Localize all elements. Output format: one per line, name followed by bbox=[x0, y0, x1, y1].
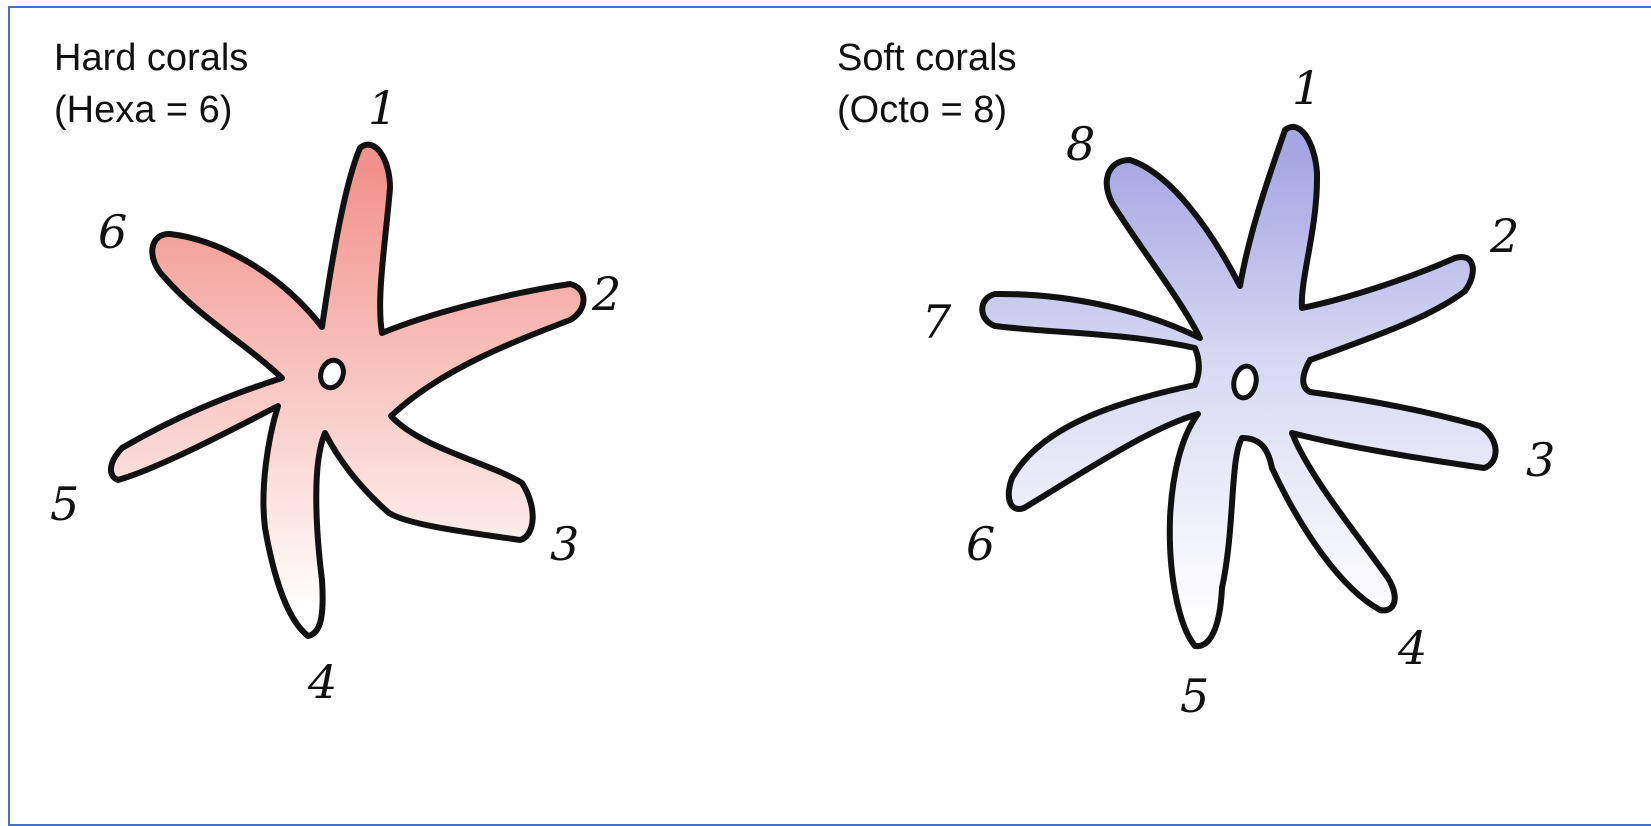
hard-tentacle-number-1: 1 bbox=[368, 81, 397, 135]
soft-coral-polyp bbox=[982, 127, 1495, 646]
hard-coral-polyp bbox=[111, 145, 584, 636]
soft-tentacle-number-1: 1 bbox=[1292, 61, 1321, 115]
hard-tentacle-number-2: 2 bbox=[591, 267, 621, 321]
soft-tentacle-number-7: 7 bbox=[922, 295, 952, 349]
soft-tentacle-number-8: 8 bbox=[1066, 117, 1095, 171]
coral-polyp-diagrams: 1 2 3 4 5 6 1 2 3 4 5 6 7 8 bbox=[10, 8, 1650, 818]
soft-tentacle-number-5: 5 bbox=[1180, 669, 1209, 723]
hard-tentacle-number-3: 3 bbox=[550, 517, 579, 571]
soft-tentacle-number-4: 4 bbox=[1397, 621, 1427, 675]
hard-coral-body bbox=[111, 145, 584, 636]
hard-tentacle-number-6: 6 bbox=[98, 205, 127, 259]
soft-tentacle-number-3: 3 bbox=[1526, 433, 1555, 487]
slide-frame: Hard corals (Hexa = 6) Soft corals (Octo… bbox=[8, 6, 1651, 826]
soft-tentacle-number-6: 6 bbox=[966, 517, 995, 571]
hard-tentacle-number-5: 5 bbox=[50, 477, 79, 531]
hard-tentacle-number-4: 4 bbox=[307, 655, 337, 709]
soft-tentacle-number-2: 2 bbox=[1489, 209, 1519, 263]
